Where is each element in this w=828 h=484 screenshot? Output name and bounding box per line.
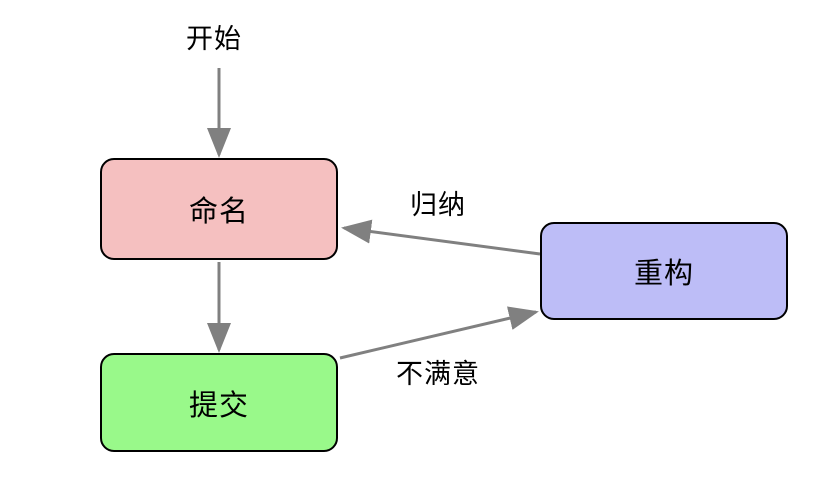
node-naming[interactable]: 命名 bbox=[100, 158, 338, 260]
edge-label-start: 开始 bbox=[186, 24, 242, 55]
node-submit[interactable]: 提交 bbox=[100, 353, 338, 452]
edge-refactor-to-naming bbox=[341, 219, 541, 256]
edge-label-unsatisfied: 不满意 bbox=[396, 359, 480, 390]
edge-submit-to-refactor bbox=[339, 306, 539, 360]
node-refactor[interactable]: 重构 bbox=[540, 222, 788, 320]
edge-label-induce: 归纳 bbox=[410, 190, 466, 221]
